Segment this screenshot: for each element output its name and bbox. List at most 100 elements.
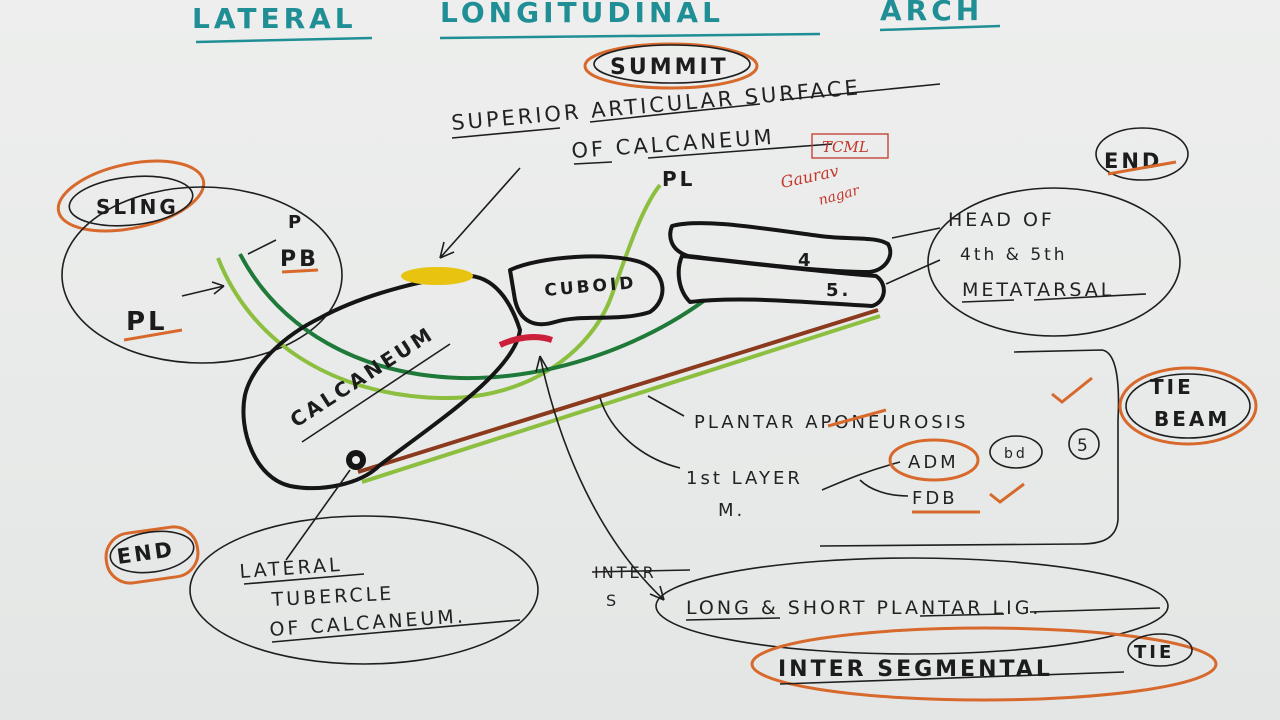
tie-label: TIE [1134,642,1174,663]
circled-number [1068,428,1100,460]
summit-highlight [583,42,759,90]
circled-number-text: 5 [1077,436,1091,456]
adm-note: bd [1004,446,1028,462]
summit-label: SUMMIT [610,55,729,80]
fdb-check [989,482,1025,504]
layer-pointer [599,397,681,469]
tie-beam-highlight [1118,366,1258,446]
title-underline-2 [439,32,821,40]
pl-top-label: PL [662,167,695,191]
calcaneocuboid-joint-mark [498,334,553,348]
fdb-label: FDB [912,488,958,509]
tie-beam-line1: TIE [1150,375,1194,399]
adm-note-oval [989,435,1043,469]
aponeurosis-highlight [827,408,887,428]
plantar-aponeurosis-line [357,308,879,474]
sling-label: SLING [96,195,179,219]
layer-line1: 1st LAYER [686,468,803,489]
title-underline-3 [879,24,1001,32]
tubercle-pointer [285,469,351,561]
ligament-pointer-head [535,355,549,373]
adm-label: ADM [908,452,959,473]
summit-oval [593,44,751,84]
summit-yellow-mark [401,267,473,285]
mt5-head-arrow [885,259,941,285]
layer-line2: M. [718,500,745,521]
summit-desc-underline [451,83,941,139]
ligament-pointer [539,355,665,601]
summit-desc-underline-2 [573,143,833,165]
metatarsal-5-label: 5. [826,280,851,301]
ligament-oval [655,557,1169,655]
tubercle-line3: OF CALCANEUM. [269,605,467,641]
mt4-head-arrow [891,227,941,239]
aponeurosis-check [1051,376,1093,404]
sling-oval [68,175,194,227]
seg-mark: S [606,591,619,610]
metatarsal-4 [668,221,893,274]
calcaneum-bone [241,273,522,491]
head-line1: HEAD OF [948,209,1055,231]
tie-beam-line2: BEAM [1154,407,1230,431]
intersegmental-highlight [750,626,1218,702]
long-short-label: LONG & SHORT PLANTAR LIG. [686,597,1041,619]
pl-inner-underline [123,328,183,342]
pb-mark-p: P [288,212,304,233]
adm-highlight [888,438,980,482]
long-plantar-line [361,314,881,484]
summit-desc-line1: SUPERIOR ARTICULAR SURFACE [450,75,861,135]
end-back-label: END [115,537,176,569]
end-front-oval [1095,127,1189,181]
cuboid-bone [508,254,665,327]
title-arch: ARCH [880,0,983,27]
tubercle-oval [189,515,539,665]
intersegmental-underline [779,671,1125,685]
aponeurosis-label: PLANTAR APONEUROSIS [694,412,968,433]
calcaneum-underline [301,343,451,443]
signature-line1: Gaurav [779,161,841,192]
end-back-highlight [104,525,200,585]
end-back-oval [109,530,195,574]
metatarsal-5 [676,254,886,308]
title-longitudinal: LONGITUDINAL [440,0,724,29]
summit-desc-line2: OF CALCANEUM [571,125,776,163]
calcaneum-label: CALCANEUM [286,321,439,432]
title-underline-1 [195,36,373,44]
signature-line2: nagar [817,182,862,208]
tubercle-underline [243,573,521,643]
tie-oval [1127,633,1193,667]
struck-line [591,569,691,573]
layer-branch [821,461,909,497]
tie-beam-oval [1125,373,1251,439]
sling-highlight [56,159,206,233]
metatarsal-head-oval [927,187,1181,337]
struck-inter: INTER [594,563,657,582]
pb-underline [281,268,319,274]
tubercle-line1: LATERAL [239,554,343,583]
lateral-tubercle-center [352,456,360,464]
summit-pointer-line [439,167,521,259]
watermark-text: TCML [822,138,869,156]
tie-beam-bracket [819,349,1120,547]
intersegmental-label: INTER SEGMENTAL [778,657,1053,682]
ligament-pointer-tail [649,585,665,601]
summit-pointer-head [439,241,455,259]
head-line2: 4th & 5th [960,245,1068,265]
tubercle-line2: TUBERCLE [270,583,395,611]
watermark-box [811,133,889,159]
pb-label: PB [280,247,319,272]
head-underline [961,293,1147,303]
pl-inner-label: PL [126,307,168,337]
long-short-underline [685,607,1161,621]
pl-arrow-head [211,281,225,295]
head-line3: METATARSAL [962,279,1114,301]
pl-arrow [181,285,225,297]
end-front-underline [1107,160,1177,176]
cuboid-label: CUBOID [544,273,638,301]
sling-region-oval [61,186,343,364]
title-lateral: LATERAL [192,2,357,35]
peroneus-brevis-tendon [238,253,707,381]
pb-arrow [247,239,277,255]
